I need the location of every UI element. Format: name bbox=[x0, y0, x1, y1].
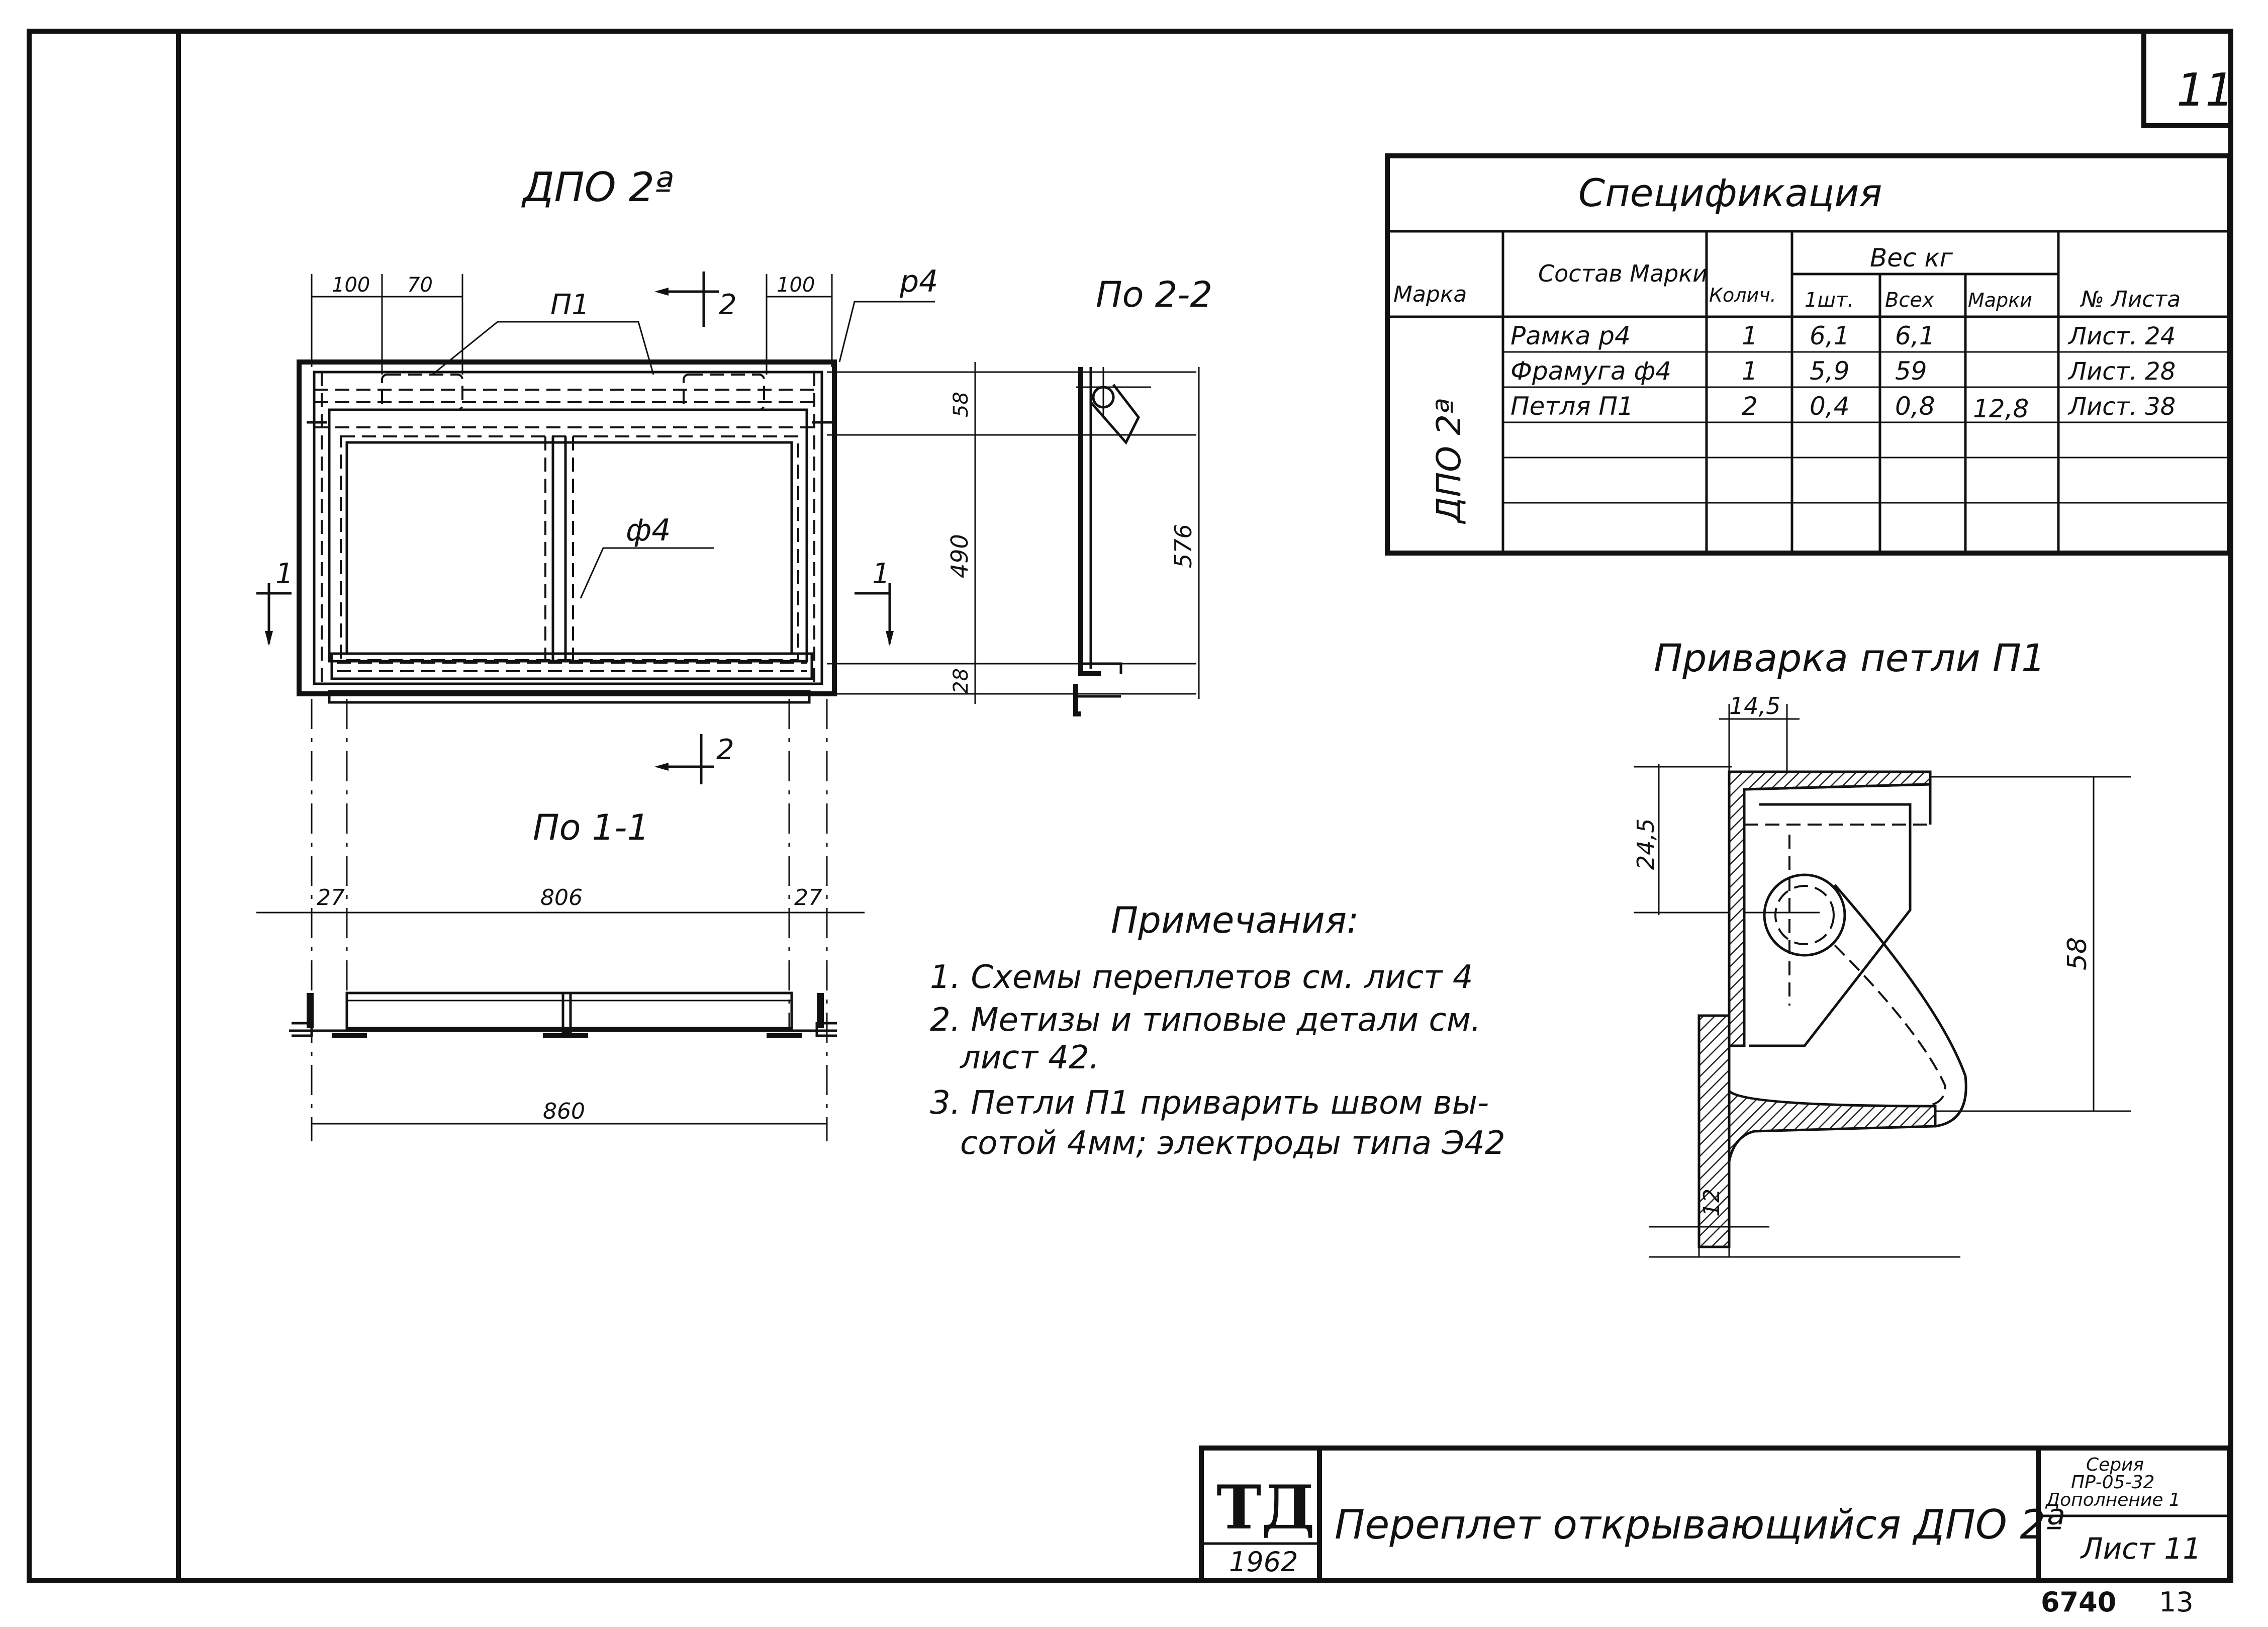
title-sheet: Лист 11 bbox=[2080, 1531, 2201, 1566]
spec-row-qty: 1 bbox=[1742, 356, 1758, 386]
spec-header-sostav: Состав Марки bbox=[1538, 260, 1708, 287]
spec-row-name: Рамка р4 bbox=[1510, 321, 1631, 350]
dim-14-5: 14,5 bbox=[1729, 692, 1780, 719]
title-logo: ТД bbox=[1216, 1472, 1315, 1543]
dim-12: 12 bbox=[1699, 1189, 1725, 1217]
dim-27a: 27 bbox=[317, 885, 345, 911]
spec-row-one: 6,1 bbox=[1810, 321, 1850, 350]
cut-label-1-left: 1 bbox=[275, 558, 294, 590]
spec-row-sheet: Лист. 24 bbox=[2067, 322, 2176, 350]
spec-header-ves: Вес кг bbox=[1870, 243, 1953, 273]
view-title-section-22: По 2-2 bbox=[1096, 274, 1212, 315]
sheet-frame bbox=[27, 29, 2233, 1583]
spec-row: Петля П1 2 0,4 0,8 Лист. 38 bbox=[1510, 392, 2176, 421]
label-f4: ф4 bbox=[626, 513, 671, 548]
notes-title: Примечания: bbox=[1111, 899, 1359, 941]
section-11-view bbox=[256, 912, 865, 1125]
spec-row-sheet: Лист. 38 bbox=[2067, 393, 2176, 421]
spec-row: Фрамуга ф4 1 5,9 59 Лист. 28 bbox=[1510, 356, 2176, 386]
spec-total: 12,8 bbox=[1973, 394, 2029, 423]
cut-label-2-bottom: 2 bbox=[716, 734, 734, 766]
dim-24-5: 24,5 bbox=[1632, 819, 1659, 870]
spec-mark: ДПО 2ª bbox=[1430, 399, 1468, 524]
view-title-weld: Приварка петли П1 bbox=[1654, 636, 2045, 680]
section-22-view bbox=[1073, 367, 1151, 716]
cut-label-2-top: 2 bbox=[719, 289, 737, 321]
spec-header-one: 1шт. bbox=[1805, 289, 1854, 312]
spec-header-all: Всех bbox=[1885, 289, 1934, 312]
weld-detail bbox=[1634, 704, 2131, 1258]
view-title-main: ДПО 2ª bbox=[521, 164, 674, 211]
spec-header-marka: Марка bbox=[1393, 282, 1467, 307]
spec-row-qty: 2 bbox=[1742, 392, 1758, 421]
spec-table bbox=[1385, 153, 2232, 556]
spec-row-all: 6,1 bbox=[1895, 321, 1935, 350]
spec-row-qty: 1 bbox=[1742, 321, 1758, 350]
series-number: ПР-05-32 bbox=[2071, 1472, 2154, 1493]
main-view bbox=[256, 272, 1200, 1141]
notes-line-4: 3. Петли П1 приварить швом вы- bbox=[930, 1084, 1489, 1122]
dim-top-100b: 100 bbox=[777, 274, 815, 297]
spec-row-all: 59 bbox=[1895, 356, 1927, 386]
cut-label-1-right: 1 bbox=[872, 558, 890, 590]
series-label: Серия bbox=[2086, 1455, 2144, 1475]
spec-row-all: 0,8 bbox=[1895, 392, 1935, 421]
spec-header-marki: Марки bbox=[1968, 289, 2032, 311]
drawing-title: Переплет открывающийся ДПО 2ª bbox=[1335, 1501, 2064, 1548]
dim-806: 806 bbox=[540, 885, 583, 911]
dim-860: 860 bbox=[543, 1099, 585, 1124]
dim-490: 490 bbox=[946, 534, 973, 578]
spec-row-sheet: Лист. 28 bbox=[2067, 357, 2176, 386]
spec-header-list: № Листа bbox=[2080, 287, 2181, 312]
dim-58-weld: 58 bbox=[2062, 937, 2093, 970]
dim-576: 576 bbox=[1170, 524, 1197, 568]
dim-28: 28 bbox=[950, 668, 973, 694]
archive-code: 6740 bbox=[2041, 1586, 2116, 1618]
spec-row-name: Петля П1 bbox=[1510, 392, 1634, 421]
dim-27b: 27 bbox=[794, 885, 822, 911]
dim-top-70: 70 bbox=[407, 274, 433, 297]
spec-row-name: Фрамуга ф4 bbox=[1510, 356, 1671, 386]
notes-line-2: 2. Метизы и типовые детали см. bbox=[930, 1002, 1481, 1039]
view-title-section-11: По 1-1 bbox=[533, 807, 649, 848]
label-p1: П1 bbox=[550, 289, 590, 321]
spec-title: Спецификация bbox=[1578, 170, 1882, 215]
title-year: 1962 bbox=[1229, 1546, 1298, 1578]
spec-row-one: 0,4 bbox=[1810, 392, 1850, 421]
spec-row: Рамка р4 1 6,1 6,1 Лист. 24 bbox=[1510, 321, 2176, 350]
label-p4: р4 bbox=[899, 264, 938, 299]
archive-code-2: 13 bbox=[2159, 1586, 2194, 1618]
spec-row-one: 5,9 bbox=[1810, 356, 1850, 386]
spec-header-kol: Колич. bbox=[1709, 284, 1776, 306]
notes-line-5: сотой 4мм; электроды типа Э42 bbox=[960, 1125, 1505, 1162]
notes-line-1: 1. Схемы переплетов см. лист 4 bbox=[930, 959, 1473, 996]
dim-58: 58 bbox=[950, 392, 973, 417]
sheet-number: 11 bbox=[2177, 64, 2234, 117]
series-supplement: Дополнение 1 bbox=[2045, 1490, 2181, 1510]
title-block bbox=[1199, 1445, 2232, 1583]
notes-line-3: лист 42. bbox=[959, 1039, 1099, 1076]
dim-top-100a: 100 bbox=[332, 274, 370, 297]
